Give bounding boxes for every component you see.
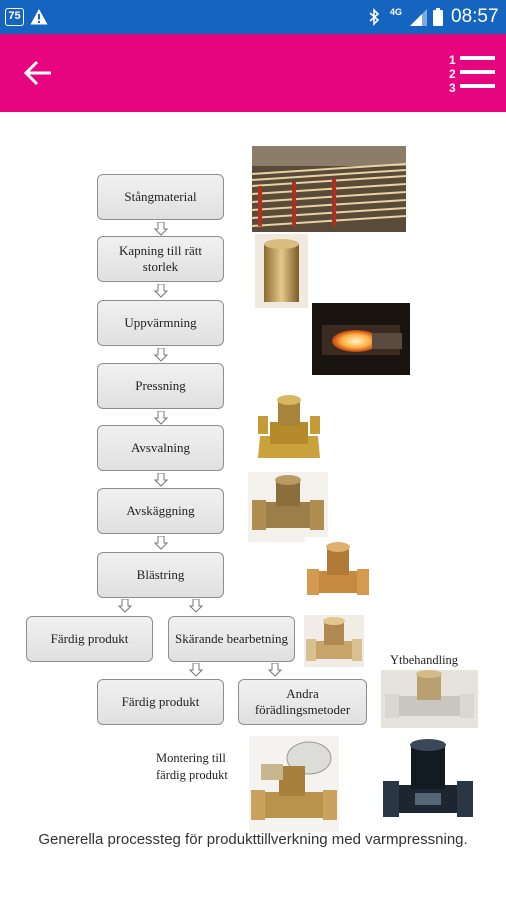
list-digit-3: 3: [449, 81, 456, 94]
step-box-2: Kapning till rätt storlek: [97, 236, 224, 282]
assembled-valve-photo: [249, 736, 339, 832]
step-box-1: Stångmaterial: [97, 174, 224, 220]
battery-icon: [433, 8, 443, 26]
list-digit-2: 2: [449, 67, 456, 81]
down-arrow-icon: [154, 284, 168, 298]
down-arrow-icon: [189, 663, 203, 677]
menu-button[interactable]: 1 2 3: [448, 52, 496, 94]
step-box-6: Avskäggning: [97, 488, 224, 534]
down-arrow-icon: [154, 536, 168, 550]
bar-stock-photo: [252, 146, 406, 232]
status-bar: 75 4G 08:57: [0, 0, 506, 34]
network-type-label: 4G: [390, 7, 403, 17]
cut-blank-photo: [255, 234, 308, 308]
process-flowchart: Stångmaterial Kapning till rätt storlek …: [0, 112, 506, 832]
down-arrow-icon: [268, 663, 282, 677]
clock: 08:57: [451, 6, 499, 27]
machined-part-photo: [304, 615, 364, 667]
branch-finished-product: Färdig produkt: [26, 616, 153, 662]
step-box-7: Blästring: [97, 552, 224, 598]
cooled-part-photo: [248, 472, 328, 542]
down-arrow-icon: [154, 222, 168, 236]
numbered-list-icon: 1 2 3: [449, 53, 495, 94]
content-area: Stångmaterial Kapning till rätt storlek …: [0, 112, 506, 900]
sub-other-refinement: Andra förädlingsmetoder: [238, 679, 367, 725]
heated-billet-photo: [312, 303, 410, 375]
down-arrow-icon: [154, 473, 168, 487]
step-box-3: Uppvärmning: [97, 300, 224, 346]
blasted-part-photo: [305, 537, 371, 607]
back-button[interactable]: [22, 56, 56, 90]
warning-icon: [30, 9, 48, 25]
bluetooth-icon: [369, 8, 380, 26]
list-digit-1: 1: [449, 53, 456, 67]
step-box-4: Pressning: [97, 363, 224, 409]
down-arrow-icon: [118, 599, 132, 613]
surface-treatment-label: Ytbehandling: [390, 653, 459, 667]
assembly-label: Montering till färdig produkt: [156, 751, 228, 782]
app-bar: 1 2 3: [0, 34, 506, 112]
black-valve-photo: [381, 735, 475, 828]
figure-caption: Generella processteg för produkttillverk…: [38, 831, 468, 848]
surface-treated-photo: [381, 670, 478, 728]
notification-badge-icon: 75: [5, 8, 24, 26]
down-arrow-icon: [154, 411, 168, 425]
signal-icon: [410, 9, 427, 26]
step-box-5: Avsvalning: [97, 425, 224, 471]
pressed-part-photo: [254, 386, 324, 464]
branch-machining: Skärande bearbetning: [168, 616, 295, 662]
sub-finished-product: Färdig produkt: [97, 679, 224, 725]
arrow-left-icon: [23, 60, 51, 86]
down-arrow-icon: [189, 599, 203, 613]
down-arrow-icon: [154, 348, 168, 362]
